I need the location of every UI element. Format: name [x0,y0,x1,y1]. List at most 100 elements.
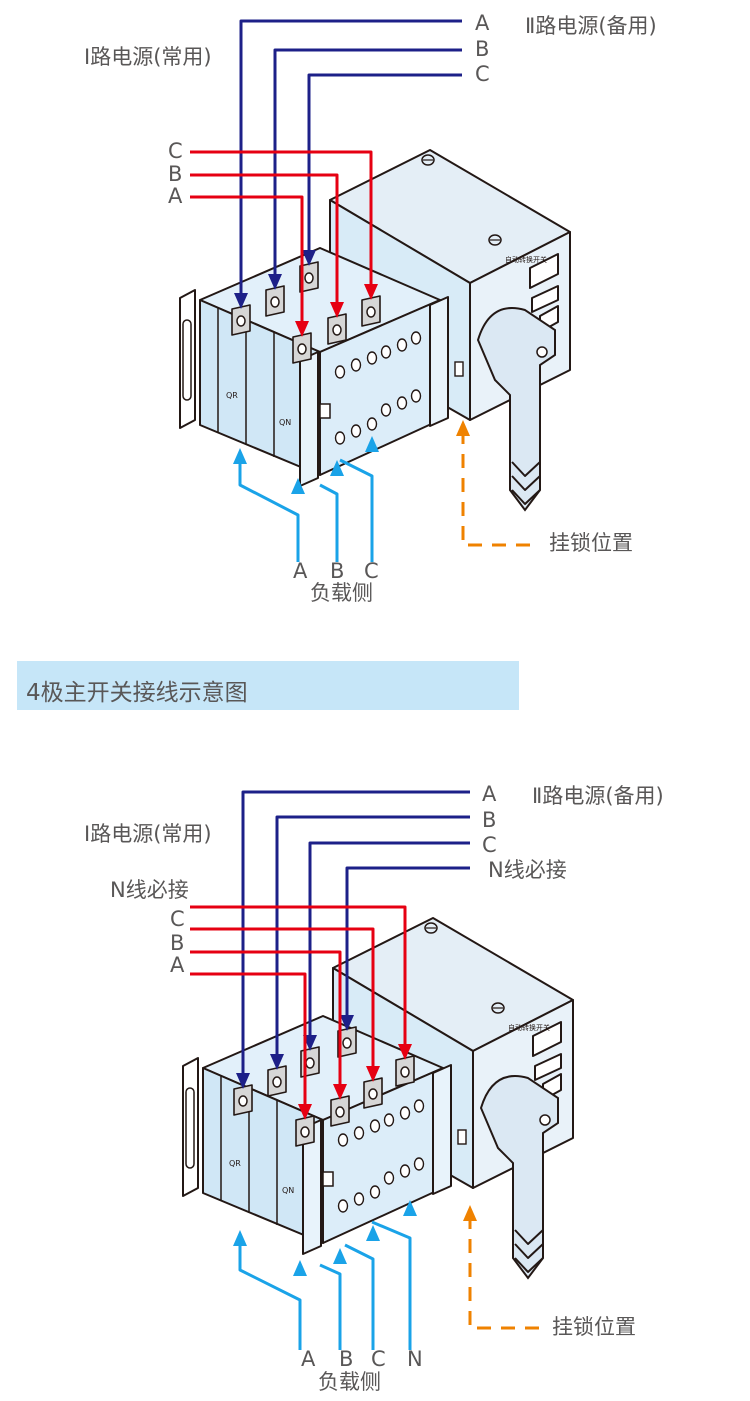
load-phase-label: B [339,1347,354,1371]
arrowhead-icon [298,1104,312,1120]
terminal-hole [238,1095,248,1107]
source2-wire [275,815,470,1066]
vent-hole [380,345,392,359]
source1-phase-label: B [168,162,183,186]
arrowhead-icon [293,1260,307,1276]
vent-hole [337,1199,349,1213]
source1-wire [190,173,339,314]
arrowhead-icon [340,1015,354,1031]
source2-n-label: N线必接 [488,858,567,882]
vent-hole [383,1113,395,1127]
source2-wire [307,73,462,262]
vent-hole [353,1192,365,1206]
arrowhead-icon [295,321,309,337]
handle-grip-ridge [514,1229,544,1245]
arrowhead-icon [366,1225,380,1241]
source2-wire [239,19,462,305]
controller-nameplate: 自动转换开关 [505,255,547,264]
vent-hole [383,1171,395,1185]
arrowhead-icon [268,274,282,290]
module-label-qn: QN [279,418,291,427]
source2-wire [308,841,470,1047]
source2-phase-label: B [475,37,490,61]
section-title: 4极主开关接线示意图 [26,680,248,706]
bracket-slot [182,319,192,401]
source1-phase-label: B [170,931,185,955]
load-wire-c [344,1243,375,1350]
arrowhead-icon [236,1073,250,1089]
bracket-slot [185,1087,195,1169]
arrowhead-icon [233,448,247,464]
side-rail [429,296,449,427]
arrowhead-icon [333,1248,347,1264]
terminal-hole [366,306,376,318]
source2-wire [273,48,462,286]
vent-hole [337,1133,349,1147]
side-rail [432,1064,452,1195]
source2-phase-label: C [482,833,497,857]
vent-hole [369,1119,381,1133]
padlock-slot-icon [457,1129,467,1145]
handle-indicator [539,1114,551,1126]
source1-phase-label: C [170,907,185,931]
vent-hole [366,417,378,431]
source2-wire [345,866,470,1027]
load-wire-b [319,483,339,562]
arrowhead-icon [333,1084,347,1100]
terminal-hole [400,1066,410,1078]
source2-label: Ⅱ路电源(备用) [525,14,657,38]
mode-button [534,1053,562,1081]
operating-handle [476,307,556,512]
arrowhead-icon [234,293,248,309]
module-label-qr: QR [229,1159,241,1168]
terminal-hole [300,1126,310,1138]
display-window [529,253,559,289]
load-wire-a [238,1238,302,1350]
vent-hole [396,396,408,410]
source1-label: Ⅰ路电源(常用) [84,822,212,846]
handle-grip-ridge [511,489,541,505]
terminal-hole [236,315,246,327]
vent-hole [413,1099,425,1113]
vent-hole [380,403,392,417]
source2-wire [241,790,470,1085]
load-side-label: 负载侧 [310,581,373,605]
load-wire-n [371,1220,412,1350]
arrowhead-icon [233,1230,247,1246]
screw-icon [488,234,502,246]
arrowhead-icon [302,250,316,266]
vent-hole [366,351,378,365]
screw-icon [491,1002,505,1014]
arrowhead-icon [364,284,378,300]
terminal-hole [270,296,280,308]
section-title-banner: 4极主开关接线示意图 [17,661,519,710]
source2-phase-label: A [475,11,490,35]
padlock-pointer [468,1215,545,1330]
screw-icon [424,922,438,934]
handle-indicator [536,346,548,358]
display-window [532,1021,562,1057]
terminal-hole [332,324,342,336]
vent-hole [399,1164,411,1178]
front-rail [299,351,319,487]
indicator-window [319,403,331,419]
source1-phase-label: A [168,184,183,208]
load-phase-label: B [330,559,345,583]
vent-hole [353,1126,365,1140]
source2-phase-label: A [482,782,497,806]
load-side-label: 负载侧 [318,1370,381,1394]
source1-phase-label: C [168,139,183,163]
terminal-hole [335,1106,345,1118]
vent-hole [399,1106,411,1120]
source1-wire [190,150,373,296]
load-wire-b [319,1263,342,1350]
source2-phase-label: B [482,808,497,832]
arrowhead-icon [403,1200,417,1216]
load-phase-label: A [293,559,308,583]
terminal-hole [272,1076,282,1088]
vent-hole [350,424,362,438]
padlock-position-label: 挂锁位置 [552,1315,636,1339]
arrowhead-icon [291,478,305,494]
